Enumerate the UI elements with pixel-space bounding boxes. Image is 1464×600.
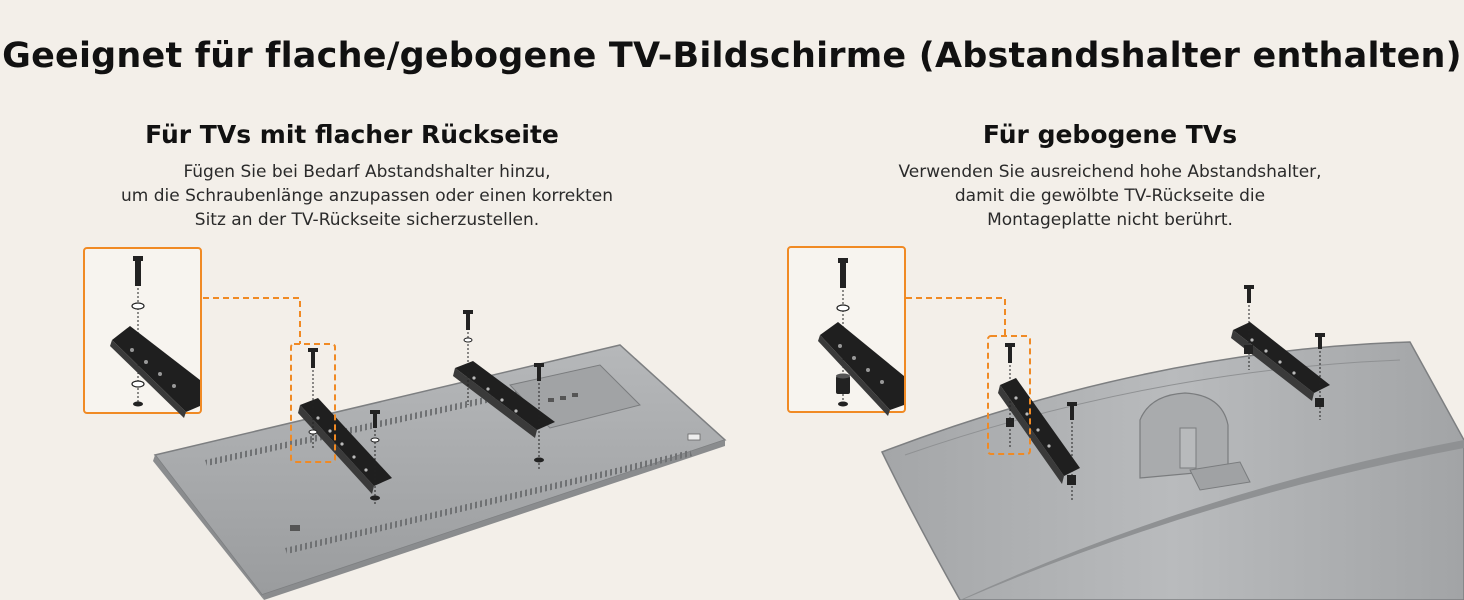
screw-icon <box>463 310 473 405</box>
flat-desc-line-3: Sitz an der TV-Rückseite sicherzustellen… <box>194 210 540 230</box>
curved-detail-inset <box>787 246 906 416</box>
screw-icon <box>838 258 848 288</box>
spacer-icon <box>1006 418 1014 427</box>
bracket-arm-icon <box>453 361 555 438</box>
washer-icon <box>131 302 145 310</box>
screw-icon <box>1005 343 1015 448</box>
curved-desc-line-2: damit die gewölbte TV-Rückseite die <box>954 186 1266 206</box>
washer-icon <box>131 380 145 388</box>
flat-tv-illustration <box>83 247 727 600</box>
washer-icon <box>836 304 850 312</box>
flat-detail-inset <box>83 247 202 418</box>
flat-tv-description: Fügen Sie bei Bedarf Abstandshalter hinz… <box>82 160 652 232</box>
curved-tv-illustration <box>787 246 1464 600</box>
spacer-icon <box>1244 345 1253 354</box>
screw-icon <box>308 348 318 450</box>
curved-tv-description: Verwenden Sie ausreichend hohe Abstandsh… <box>860 160 1360 232</box>
flat-desc-line-1: Fügen Sie bei Bedarf Abstandshalter hinz… <box>183 162 551 182</box>
flat-desc-line-2: um die Schraubenlänge anzupassen oder ei… <box>120 186 614 206</box>
flat-tv-vent-top <box>205 380 562 466</box>
spacer-icon <box>1315 398 1324 407</box>
spacer-icon <box>836 376 850 394</box>
page-title: Geeignet für flache/gebogene TV-Bildschi… <box>2 36 1462 76</box>
curved-tv-title: Für gebogene TVs <box>982 120 1238 149</box>
screw-icon <box>534 363 544 470</box>
curved-detail-highlight <box>987 335 1031 455</box>
flat-tv-vent-bottom <box>285 450 692 554</box>
screw-icon <box>1315 333 1325 420</box>
curved-desc-line-1: Verwenden Sie ausreichend hohe Abstandsh… <box>898 162 1322 182</box>
bracket-arm-icon <box>998 378 1080 484</box>
spacer-icon <box>1067 475 1076 485</box>
screw-icon <box>1067 402 1077 500</box>
screw-icon <box>1244 285 1254 370</box>
flat-tv-title: Für TVs mit flacher Rückseite <box>145 120 559 149</box>
curved-desc-line-3: Montageplatte nicht berührt. <box>987 210 1233 230</box>
screw-icon <box>133 256 143 286</box>
screw-icon <box>370 410 380 505</box>
